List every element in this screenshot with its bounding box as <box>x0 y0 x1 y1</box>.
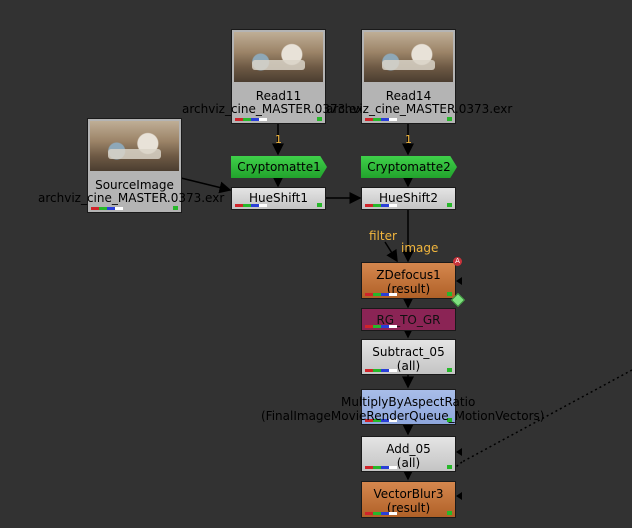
read14-pipe-number: 1 <box>405 133 412 146</box>
wire-mask-dotted <box>461 369 632 463</box>
read14-status <box>447 117 452 121</box>
cryptomatte2-label: Cryptomatte2 <box>367 160 451 174</box>
read11-status <box>317 117 322 121</box>
read11-node[interactable]: Read11 <box>231 29 326 124</box>
source-image-thumbnail <box>90 121 179 171</box>
filter-input-label: filter <box>369 229 397 243</box>
add-mask-arrow <box>456 448 462 456</box>
subtract-05-status <box>447 368 452 372</box>
source-image-node[interactable]: SourceImage <box>87 118 182 213</box>
subtract-05-node[interactable]: Subtract_05 (all) <box>361 339 456 375</box>
vectorblur3-label: VectorBlur3 <box>373 487 444 501</box>
subtract-05-sublabel: (all) <box>396 359 421 373</box>
hueshift1-label: HueShift1 <box>249 191 308 205</box>
multiply-label: MultiplyByAspectRatio <box>341 395 476 409</box>
read14-channels <box>365 118 405 121</box>
read11-thumbnail <box>234 32 323 82</box>
zdefocus-mask-arrow <box>456 277 462 285</box>
multiply-status <box>447 418 452 422</box>
read14-thumbnail <box>364 32 453 82</box>
rg-to-gr-label: RG_TO_GR <box>376 313 441 327</box>
add-05-label: Add_05 <box>386 442 431 456</box>
subtract-05-label: Subtract_05 <box>372 345 445 359</box>
zdefocus1-channels <box>365 293 405 296</box>
vectorblur3-node[interactable]: VectorBlur3 (result) <box>361 481 456 518</box>
zdefocus1-node[interactable]: ZDefocus1 (result) <box>361 262 456 299</box>
hueshift2-label: HueShift2 <box>379 191 438 205</box>
cryptomatte2-node[interactable]: Cryptomatte2 <box>361 156 457 178</box>
read11-file-caption: archviz_cine_MASTER.0373.exr <box>182 102 369 116</box>
vectorblur3-channels <box>365 512 405 515</box>
multiply-by-aspect-ratio-node[interactable] <box>361 389 456 425</box>
read11-channels <box>235 118 275 121</box>
hueshift2-node[interactable]: HueShift2 <box>361 187 456 210</box>
read14-node[interactable]: Read14 <box>361 29 456 124</box>
multiply-sublabel: (FinalImageMovieRenderQueue_MotionVector… <box>261 409 545 423</box>
image-input-label: image <box>401 241 439 255</box>
source-image-label: SourceImage <box>95 178 174 192</box>
vectorblur-mask-arrow <box>456 492 462 500</box>
multiply-channels <box>365 419 405 422</box>
read14-label: Read14 <box>385 89 432 103</box>
zdefocus1-status <box>447 292 452 296</box>
rg-to-gr-node[interactable]: RG_TO_GR <box>361 308 456 331</box>
hueshift2-channels <box>365 204 405 207</box>
hueshift2-status <box>447 203 452 207</box>
vectorblur3-status <box>447 511 452 515</box>
add-05-status <box>447 465 452 469</box>
read14-file-caption: archviz_cine_MASTER.0373.exr <box>326 102 513 116</box>
source-image-file-caption: archviz_cine_MASTER.0373.exr <box>38 191 225 205</box>
add-05-sublabel: (all) <box>396 456 421 470</box>
source-image-channels <box>91 207 131 210</box>
vectorblur3-sublabel: (result) <box>386 501 431 515</box>
cryptomatte1-label: Cryptomatte1 <box>237 160 321 174</box>
cryptomatte1-node[interactable]: Cryptomatte1 <box>231 156 327 178</box>
rg-to-gr-channels <box>365 325 405 328</box>
wire-source-hueshift1 <box>180 177 232 194</box>
read11-pipe-number: 1 <box>275 133 282 146</box>
warning-icon[interactable]: A <box>453 257 462 266</box>
zdefocus1-label: ZDefocus1 <box>376 268 441 282</box>
source-image-status <box>173 206 178 210</box>
hueshift1-status <box>317 203 322 207</box>
add-05-channels <box>365 466 405 469</box>
subtract-05-channels <box>365 369 405 372</box>
hueshift1-node[interactable]: HueShift1 <box>231 187 326 210</box>
add-05-node[interactable]: Add_05 (all) <box>361 436 456 472</box>
zdefocus1-sublabel: (result) <box>386 282 431 296</box>
hueshift1-channels <box>235 204 275 207</box>
wire-filter-input <box>384 241 398 263</box>
read11-label: Read11 <box>255 89 302 103</box>
